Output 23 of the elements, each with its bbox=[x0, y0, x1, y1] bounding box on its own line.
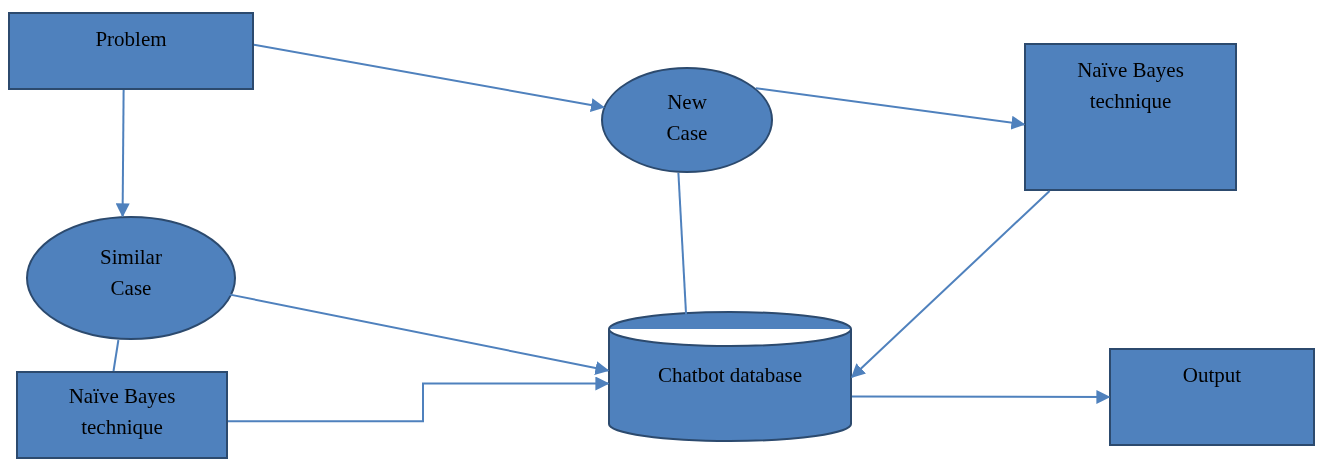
ellipse-node bbox=[26, 216, 236, 340]
arrow bbox=[115, 89, 130, 218]
ellipse-node bbox=[601, 67, 773, 173]
connector-line bbox=[112, 339, 120, 372]
arrow bbox=[754, 87, 1026, 130]
node-label: Similar Case bbox=[99, 244, 163, 302]
arrow bbox=[851, 190, 1051, 378]
node-label: Naïve Bayes technique bbox=[67, 383, 177, 441]
node-label: Problem bbox=[95, 26, 167, 53]
process-box bbox=[16, 371, 228, 459]
arrow bbox=[226, 293, 610, 375]
node-label: Naïve Bayes technique bbox=[1076, 57, 1185, 115]
arrow bbox=[227, 376, 610, 423]
database-cylinder bbox=[608, 312, 852, 442]
node-label: New Case bbox=[665, 89, 709, 147]
node-label: Output bbox=[1182, 362, 1242, 389]
node-label: Chatbot database bbox=[657, 362, 802, 389]
process-box bbox=[1109, 348, 1315, 446]
arrow bbox=[253, 43, 605, 112]
arrow bbox=[851, 390, 1111, 404]
connector-line bbox=[677, 172, 688, 316]
process-box bbox=[1024, 43, 1237, 191]
process-box bbox=[8, 12, 254, 90]
